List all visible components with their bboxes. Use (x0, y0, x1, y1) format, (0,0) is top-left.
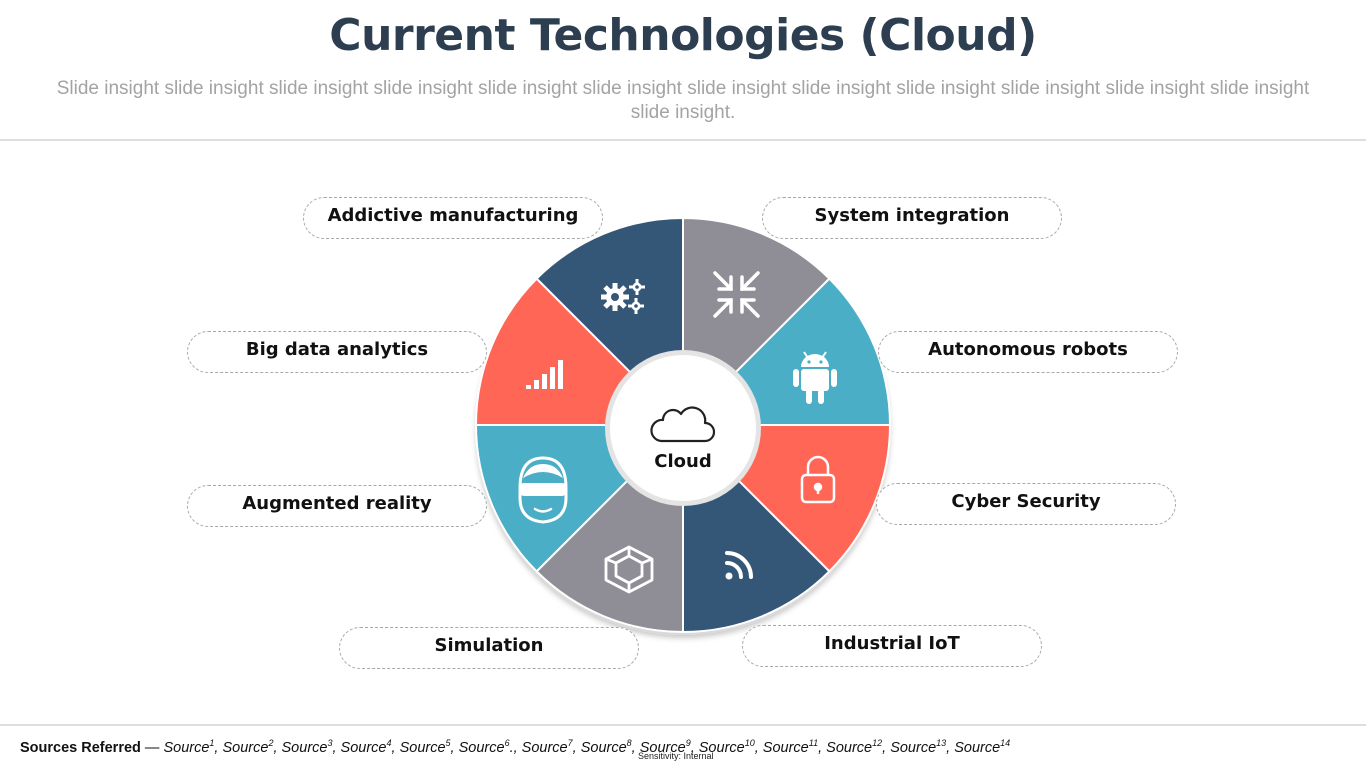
hub-center (610, 355, 756, 501)
header-divider (0, 139, 1366, 141)
page-title: Current Technologies (Cloud) (329, 10, 1037, 61)
center-label: Cloud (654, 451, 712, 472)
source-ref-number: 2 (268, 738, 274, 748)
source-ref: Source7 (521, 738, 573, 756)
gears-icon (601, 279, 645, 314)
source-ref-number: 7 (567, 738, 573, 748)
source-ref: Source1 (163, 738, 215, 756)
lock-icon (800, 455, 836, 504)
source-ref: Source2 (222, 738, 274, 756)
source-ref-number: 3 (327, 738, 333, 748)
label-augmented-reality: Augmented reality (187, 485, 487, 527)
rss-icon (725, 551, 753, 580)
android-icon (793, 351, 837, 404)
label-addictive-manufacturing: Addictive manufacturing (303, 197, 603, 239)
source-ref: Source4 (340, 738, 392, 756)
bar-signal-icon (526, 360, 563, 389)
source-ref: Source13 (890, 738, 947, 756)
sources-label: Sources Referred (20, 739, 141, 756)
sources-referred: Sources Referred — Source1, Source2, Sou… (20, 738, 1010, 756)
source-ref-number: 1 (209, 738, 215, 748)
slide-insight: Slide insight slide insight slide insigh… (56, 78, 1310, 123)
source-ref-number: 6 (504, 738, 510, 748)
label-cyber-security: Cyber Security (876, 483, 1176, 525)
source-ref-number: 10 (744, 738, 755, 748)
source-ref-number: 5 (445, 738, 451, 748)
label-system-integration: System integration (762, 197, 1062, 239)
sources-separator: — (140, 739, 164, 756)
source-ref: Source12 (826, 738, 883, 756)
cloud-icon (650, 406, 716, 443)
footer-divider (0, 724, 1366, 726)
source-ref-number: 12 (872, 738, 883, 748)
source-ref-number: 11 (808, 738, 819, 748)
label-big-data-analytics: Big data analytics (187, 331, 487, 373)
source-ref: Source3 (281, 738, 333, 756)
label-autonomous-robots: Autonomous robots (878, 331, 1178, 373)
compress-arrows-icon (713, 271, 760, 318)
source-ref-number: 14 (1000, 738, 1011, 748)
sensitivity-label: Sensitivity: Internal (638, 751, 714, 761)
cube-wireframe-icon (604, 545, 654, 594)
source-ref: Source14 (954, 738, 1011, 756)
label-industrial-iot: Industrial IoT (742, 625, 1042, 667)
vr-goggles-person-icon (518, 456, 568, 524)
source-ref: Source5 (399, 738, 451, 756)
sources-list: Source1, Source2, Source3, Source4, Sour… (163, 738, 1011, 756)
source-ref: Source6 (458, 738, 510, 756)
label-simulation: Simulation (339, 627, 639, 669)
source-ref: Source9 (639, 738, 691, 756)
source-ref: Source8 (580, 738, 632, 756)
source-ref-number: 8 (626, 738, 632, 748)
source-ref: Source10 (698, 738, 755, 756)
source-ref-number: 4 (386, 738, 392, 748)
source-ref-number: 9 (685, 738, 691, 748)
source-ref-number: 13 (936, 738, 947, 748)
source-ref: Source11 (762, 738, 819, 756)
